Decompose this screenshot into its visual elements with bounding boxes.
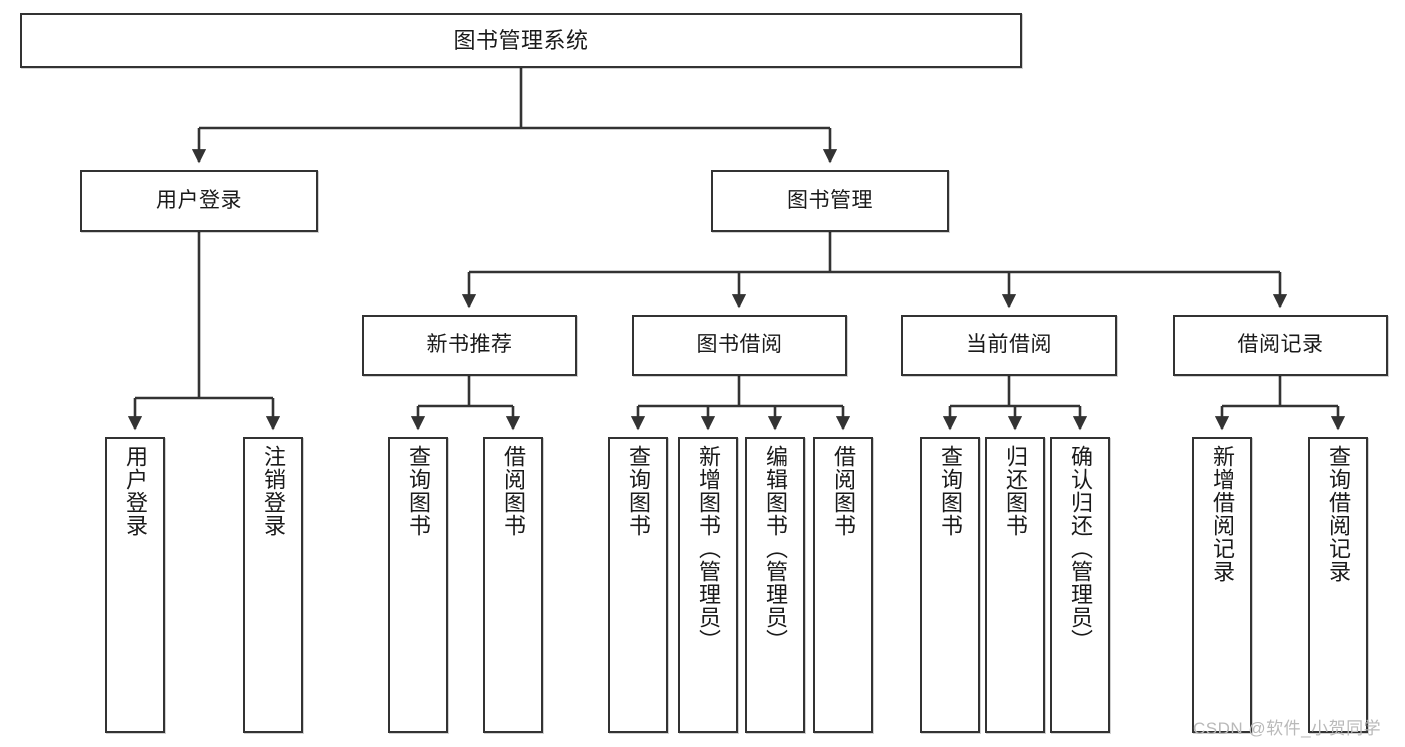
node-leaf-edit-book-label: 编辑图书（管理员） bbox=[763, 445, 788, 652]
node-leaf-add-record-label: 新增借阅记录 bbox=[1210, 445, 1235, 583]
node-leaf-query-book-1-label: 查询图书 bbox=[406, 445, 431, 537]
node-leaf-query-book-2[interactable]: 查询图书 bbox=[608, 437, 668, 733]
node-leaf-borrow-book-2[interactable]: 借阅图书 bbox=[813, 437, 873, 733]
node-leaf-query-book-1[interactable]: 查询图书 bbox=[388, 437, 448, 733]
node-leaf-user-login[interactable]: 用户登录 bbox=[105, 437, 165, 733]
node-root[interactable]: 图书管理系统 bbox=[20, 13, 1022, 68]
node-leaf-edit-book[interactable]: 编辑图书（管理员） bbox=[745, 437, 805, 733]
node-current-borrow[interactable]: 当前借阅 bbox=[901, 315, 1117, 376]
node-book-borrow[interactable]: 图书借阅 bbox=[632, 315, 847, 376]
node-user-login[interactable]: 用户登录 bbox=[80, 170, 318, 232]
node-leaf-borrow-book-1-label: 借阅图书 bbox=[501, 445, 526, 537]
node-leaf-add-book[interactable]: 新增图书（管理员） bbox=[678, 437, 738, 733]
node-leaf-add-record[interactable]: 新增借阅记录 bbox=[1192, 437, 1252, 733]
node-leaf-logout-label: 注销登录 bbox=[261, 445, 286, 537]
node-borrow-record[interactable]: 借阅记录 bbox=[1173, 315, 1388, 376]
node-root-label: 图书管理系统 bbox=[453, 27, 589, 53]
node-leaf-query-book-2-label: 查询图书 bbox=[626, 445, 651, 537]
node-leaf-borrow-book-1[interactable]: 借阅图书 bbox=[483, 437, 543, 733]
node-leaf-return-book-label: 归还图书 bbox=[1003, 445, 1028, 537]
node-user-login-label: 用户登录 bbox=[156, 188, 242, 212]
node-new-book-recommend-label: 新书推荐 bbox=[426, 333, 513, 357]
node-leaf-query-record[interactable]: 查询借阅记录 bbox=[1308, 437, 1368, 733]
node-book-manage-label: 图书管理 bbox=[787, 188, 873, 212]
node-leaf-logout[interactable]: 注销登录 bbox=[243, 437, 303, 733]
node-leaf-return-book[interactable]: 归还图书 bbox=[985, 437, 1045, 733]
node-leaf-confirm-return-label: 确认归还（管理员） bbox=[1068, 445, 1093, 652]
node-leaf-confirm-return[interactable]: 确认归还（管理员） bbox=[1050, 437, 1110, 733]
node-leaf-query-book-3-label: 查询图书 bbox=[938, 445, 963, 537]
node-leaf-user-login-label: 用户登录 bbox=[123, 445, 148, 537]
node-leaf-add-book-label: 新增图书（管理员） bbox=[696, 445, 721, 652]
node-leaf-borrow-book-2-label: 借阅图书 bbox=[831, 445, 856, 537]
node-leaf-query-record-label: 查询借阅记录 bbox=[1326, 445, 1351, 583]
node-new-book-recommend[interactable]: 新书推荐 bbox=[362, 315, 577, 376]
node-current-borrow-label: 当前借阅 bbox=[966, 333, 1052, 357]
node-leaf-query-book-3[interactable]: 查询图书 bbox=[920, 437, 980, 733]
node-borrow-record-label: 借阅记录 bbox=[1237, 333, 1324, 357]
node-book-borrow-label: 图书借阅 bbox=[696, 333, 783, 357]
node-book-manage[interactable]: 图书管理 bbox=[711, 170, 949, 232]
